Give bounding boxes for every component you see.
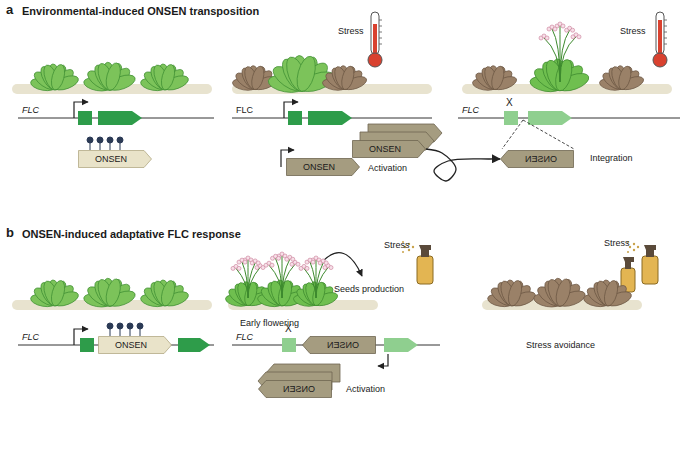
panel-letter: b: [6, 226, 14, 241]
curved-arrow: [322, 253, 362, 276]
transposition-arrow: [426, 149, 500, 181]
transposon-box: ONSEN: [352, 140, 426, 158]
stress-label: Stress: [384, 240, 410, 250]
mutation-mark: X: [506, 97, 513, 109]
rosette-plant: [529, 22, 591, 95]
transposon-box: ONSEN: [286, 158, 360, 176]
outcome-label: Stress avoidance: [526, 340, 595, 350]
gene-label: FLC: [236, 332, 253, 342]
rosette-plant: [83, 277, 137, 309]
onsen-copy: [258, 124, 442, 390]
element-name: ONSEN: [115, 336, 147, 354]
stress-label: Stress: [604, 238, 630, 248]
panel-title: Environmental-induced ONSEN transpositio…: [22, 5, 259, 18]
process-label: Integration: [590, 153, 633, 163]
rosette-plant: [599, 65, 646, 93]
thermometer: [653, 12, 667, 67]
gene-label: FLC: [22, 105, 39, 115]
process-label: Activation: [346, 384, 385, 394]
transposon-box: ONSEN: [302, 336, 376, 354]
element-name: ONSEN: [369, 140, 401, 158]
rosette-plant: [322, 65, 369, 93]
mutation-mark: X: [285, 323, 292, 335]
rosette-plant: [83, 61, 137, 93]
panel-title: ONSEN-induced adaptative FLC response: [22, 228, 241, 241]
panel-letter: a: [6, 3, 13, 18]
rosette-plant: [140, 279, 191, 309]
transposon-box: ONSEN: [98, 336, 172, 354]
rosette-plant: [472, 65, 519, 93]
element-name: ONSEN: [303, 158, 335, 176]
rosette-plant: [30, 63, 81, 93]
rosette-plant: [487, 279, 538, 309]
element-name: ONSEN: [525, 150, 557, 168]
thermometer: [368, 12, 382, 67]
stress-label: Stress: [620, 26, 646, 36]
element-name: ONSEN: [95, 150, 127, 168]
gene-line: [18, 118, 680, 345]
gene-label: FLC: [22, 332, 39, 342]
rosette-plant: [293, 256, 340, 308]
insertion-line: [502, 120, 574, 149]
transposon-box: ONSEN: [500, 150, 574, 168]
process-label: Seeds production: [334, 284, 404, 294]
rosette-plant: [140, 63, 191, 93]
process-label: Activation: [368, 163, 407, 173]
rosette-plant: [533, 277, 587, 309]
transposon-box: ONSEN: [258, 380, 332, 398]
gene-label: FLC: [236, 105, 253, 115]
rosette-plant: [583, 279, 634, 309]
rosette-plant: [30, 279, 81, 309]
element-name: ONSEN: [327, 336, 359, 354]
transposon-box: ONSEN: [78, 150, 152, 168]
gene-label: FLC: [462, 105, 479, 115]
stress-label: Stress: [338, 26, 364, 36]
element-name: ONSEN: [283, 380, 315, 398]
